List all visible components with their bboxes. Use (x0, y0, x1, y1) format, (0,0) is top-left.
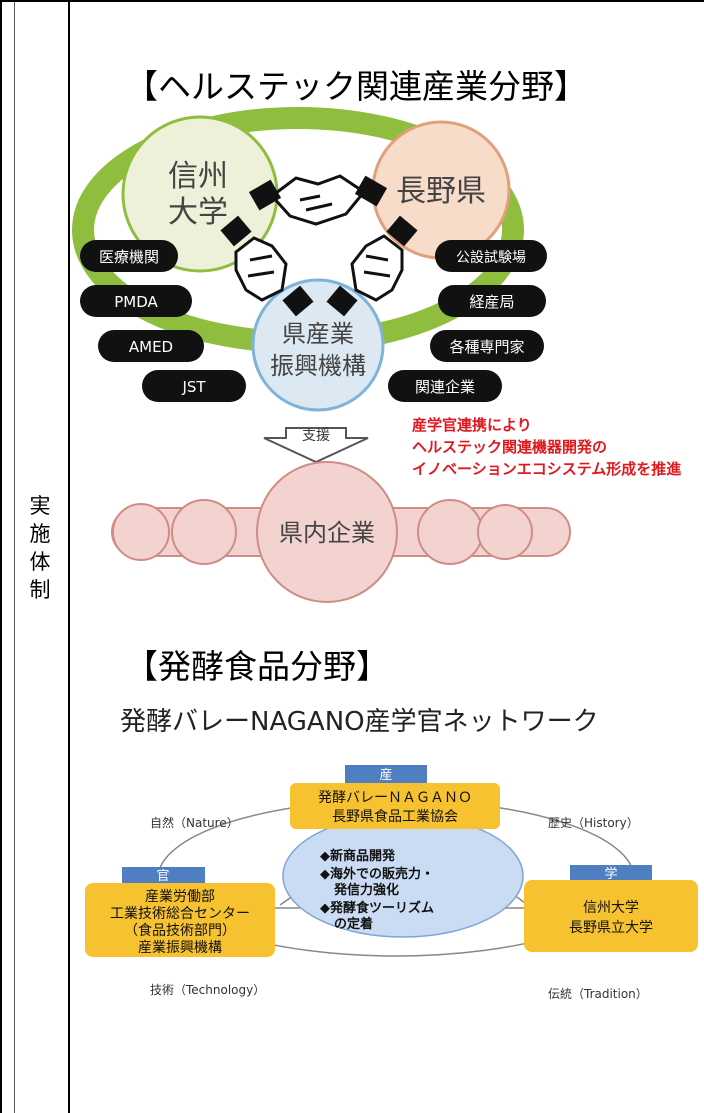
government-line2: 工業技術総合センター (110, 906, 250, 922)
government-line4: 産業振興機構 (138, 940, 222, 956)
red-text-line1: 産学官連携により (412, 416, 532, 434)
pill-experts (430, 330, 544, 362)
frame-inner-line (14, 2, 15, 1113)
center-line1: ◆新商品開発 (320, 848, 396, 864)
univ-line2: 大学 (168, 195, 228, 230)
pill-test-lab-label: 公設試験場 (456, 250, 526, 266)
nagano-prefecture-node (371, 120, 511, 260)
industry-tag-label: 産 (379, 767, 392, 783)
handshake-icon-top (248, 174, 388, 226)
right-partner-pills: 公設試験場 経産局 各種専門家 関連企業 (388, 240, 547, 402)
label-char: 制 (29, 578, 51, 602)
pill-meti-label: 経産局 (469, 293, 514, 311)
center-line5: の定着 (334, 916, 373, 932)
handshake-icon-right (326, 215, 418, 317)
handshake-icon-left (220, 215, 314, 317)
label-nature: 自然（Nature） (150, 815, 239, 830)
frame-top-border (0, 0, 704, 2)
pill-pmda (80, 285, 192, 317)
academia-tag (570, 865, 652, 883)
academia-line1: 信州大学 (583, 900, 639, 916)
pill-test-lab (435, 240, 547, 272)
healthtech-section-title: 【ヘルステック関連産業分野】 (125, 67, 587, 106)
label-technology: 技術（Technology） (150, 983, 265, 997)
network-ring (157, 799, 635, 957)
agency-line1: 県産業 (282, 320, 354, 348)
industry-line2: 長野県食品工業協会 (332, 808, 458, 825)
government-line1: 産業労働部 (145, 889, 215, 905)
academia-line2: 長野県立大学 (569, 920, 653, 936)
pill-medical-label: 医療機関 (99, 248, 159, 266)
pill-amed (98, 330, 204, 362)
frame-label-divider (68, 0, 70, 1113)
center-line4: ◆発酵食ツーリズム (320, 900, 434, 916)
government-line3: （食品技術部門） (124, 922, 236, 939)
government-tag-label: 官 (156, 868, 169, 884)
pill-meti (438, 285, 546, 317)
academia-tag-label: 学 (604, 866, 617, 882)
pill-experts-label: 各種専門家 (449, 338, 524, 356)
pill-related-label: 関連企業 (415, 378, 475, 396)
implementation-structure-label: 実 施 体 制 (18, 492, 62, 604)
label-tradition: 伝統（Tradition） (548, 987, 648, 1001)
red-text-line2: ヘルステック関連機器開発の (412, 438, 607, 456)
fermented-food-section-title: 【発酵食品分野】 (125, 647, 389, 686)
pill-related (388, 370, 502, 402)
left-partner-pills: 医療機関 PMDA AMED JST (80, 240, 246, 402)
companies-label: 県内企業 (279, 519, 375, 547)
univ-line1: 信州 (168, 159, 228, 194)
label-history: 歴史（History） (548, 816, 639, 830)
industry-agency-node (251, 278, 385, 412)
industry-line1: 発酵バレーＮＡＧＡＮＯ (318, 790, 472, 806)
label-char: 施 (29, 522, 51, 546)
companies-band: 県内企業 (111, 461, 571, 603)
agency-line2: 振興機構 (270, 352, 366, 380)
industry-box (290, 783, 500, 829)
companies-node (256, 461, 398, 603)
shinshu-university-node (121, 115, 279, 273)
academia-box (524, 880, 698, 952)
label-char: 実 (29, 494, 51, 518)
network-title: 発酵バレーNAGANO産学官ネットワーク (120, 707, 599, 737)
pill-medical (80, 240, 178, 272)
center-goals (282, 814, 524, 938)
center-line2: ◆海外での販売力・ (320, 866, 434, 882)
government-box (85, 883, 275, 957)
network-lines (270, 827, 529, 909)
red-text-line3: イノベーションエコシステム形成を推進 (412, 460, 682, 478)
pill-pmda-label: PMDA (114, 293, 158, 311)
government-tag (122, 867, 205, 885)
pill-jst (142, 370, 246, 402)
support-label: 支援 (302, 428, 330, 444)
green-ring (72, 107, 524, 353)
label-char: 体 (29, 550, 51, 574)
pill-jst-label: JST (181, 378, 206, 396)
pill-amed-label: AMED (129, 338, 173, 356)
industry-tag (345, 765, 427, 784)
center-line3: 発信力強化 (333, 882, 399, 898)
pref-label: 長野県 (396, 174, 486, 209)
frame-left-border (0, 0, 2, 1113)
support-arrow: 支援 (263, 427, 369, 464)
